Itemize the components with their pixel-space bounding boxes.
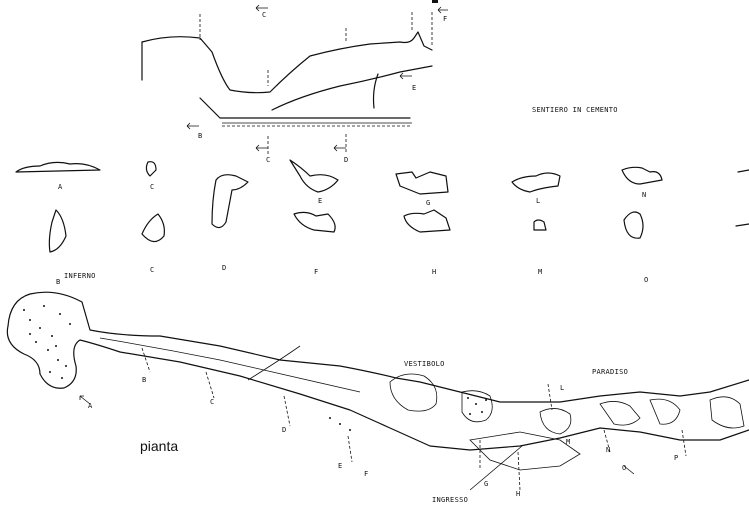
- profile-label-c: C: [262, 11, 267, 19]
- section-label-c2: C: [150, 266, 155, 274]
- section-label-l: L: [536, 197, 541, 205]
- profile-label-e: E: [412, 84, 417, 92]
- profile-label-f: F: [443, 15, 448, 23]
- legend-label: SENTIERO IN CEMENTO: [532, 106, 618, 114]
- section-label-f: F: [314, 268, 319, 276]
- plan-mark-b: B: [142, 376, 147, 384]
- area-label-inferno: INFERNO: [64, 272, 96, 280]
- section-label-h: H: [432, 268, 437, 276]
- area-label-paradiso: PARADISO: [592, 368, 629, 376]
- cross-sections: [15, 159, 749, 253]
- plan-title: pianta: [140, 438, 179, 454]
- plan-mark-p: P: [674, 454, 679, 462]
- plan-mark-a: A: [88, 402, 93, 410]
- section-label-b: B: [56, 278, 61, 286]
- plan-mark-d: D: [282, 426, 287, 434]
- area-label-vestibolo: VESTIBOLO: [404, 360, 445, 368]
- plan-mark-e: E: [338, 462, 343, 470]
- profile-label-b: B: [198, 132, 203, 140]
- section-label-e: E: [318, 197, 323, 205]
- section-label-a: A: [58, 183, 63, 191]
- profile-label-c2: C: [266, 156, 271, 164]
- cave-plan: [6, 291, 749, 491]
- section-label-o: O: [644, 276, 649, 284]
- plan-mark-g: G: [484, 480, 489, 488]
- section-label-c: C: [150, 183, 155, 191]
- profile-section: [141, 0, 448, 154]
- plan-mark-c: C: [210, 398, 215, 406]
- section-label-g: G: [426, 199, 431, 207]
- section-label-m: M: [538, 268, 543, 276]
- plan-mark-n: N: [606, 446, 611, 454]
- section-label-n: N: [642, 191, 647, 199]
- plan-mark-o: O: [622, 464, 627, 472]
- plan-mark-h: H: [516, 490, 521, 498]
- profile-label-d: D: [344, 156, 349, 164]
- section-label-d: D: [222, 264, 227, 272]
- plan-mark-m: M: [566, 438, 571, 446]
- plan-mark-l: L: [560, 384, 565, 392]
- entrance-label: INGRESSO: [432, 496, 469, 504]
- plan-mark-f: F: [364, 470, 369, 478]
